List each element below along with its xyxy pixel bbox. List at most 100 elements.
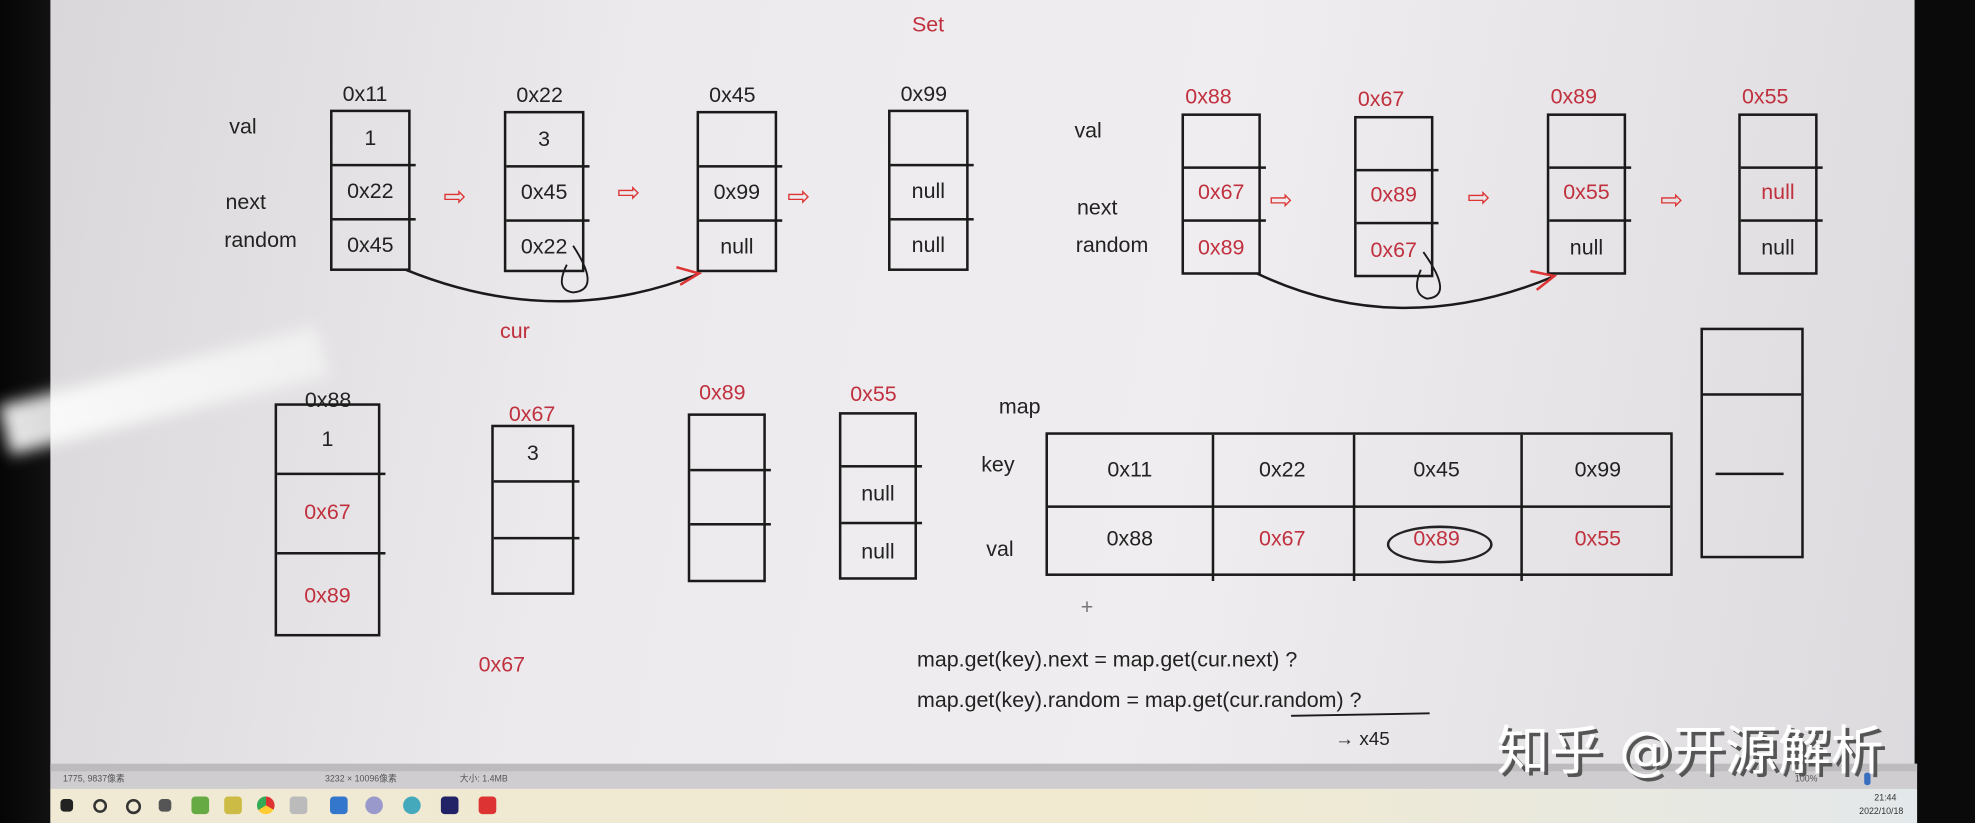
node-field: 0x89: [1197, 235, 1245, 260]
app-icon[interactable]: [289, 796, 308, 815]
node-field: 0x99: [713, 179, 761, 204]
node-divider: [1184, 166, 1266, 169]
node-field: 0x67: [1197, 180, 1245, 205]
node-field: null: [1761, 180, 1795, 205]
browser-icon[interactable]: [403, 796, 421, 815]
node-address: 0x22: [516, 83, 563, 108]
taskbar: 21:44 2022/10/18: [50, 788, 1918, 823]
presentation-icon[interactable]: [478, 796, 497, 815]
node-address: 0x88: [304, 388, 352, 413]
node-field: null: [911, 178, 945, 203]
image-dimensions: 3232 × 10096像素: [324, 775, 397, 784]
diagram-title: Set: [911, 12, 945, 37]
node-field: 3: [538, 126, 551, 151]
monitor-bezel-right: [1914, 0, 1975, 823]
clock-time[interactable]: 21:44: [1874, 793, 1897, 803]
chrome-icon[interactable]: [256, 796, 275, 815]
node-divider: [277, 472, 386, 476]
table-divider: [1047, 505, 1671, 508]
next-arrow-icon: ⇨: [1660, 184, 1684, 216]
map-label: map: [998, 394, 1041, 419]
zoom-level[interactable]: 100%: [1794, 775, 1818, 784]
new-node: 3: [491, 424, 580, 595]
node-field: 0x22: [520, 234, 568, 259]
node-field: null: [911, 233, 945, 258]
handwritten-note: → x45: [1335, 728, 1390, 750]
node-address: 0x67: [1357, 86, 1405, 111]
file-size: 大小: 1.4MB: [459, 775, 508, 784]
ide-icon[interactable]: [440, 796, 459, 815]
node-field: 0x67: [1370, 238, 1417, 263]
row-label-next: next: [225, 190, 266, 215]
node-divider: [1549, 166, 1632, 169]
zoom-slider-thumb[interactable]: [1864, 772, 1871, 786]
node-divider: [1184, 219, 1266, 222]
clock-date[interactable]: 2022/10/18: [1859, 807, 1904, 817]
random-pointer-arrowhead: [676, 265, 703, 286]
cur-label: cur: [500, 318, 530, 343]
task-view-icon[interactable]: [158, 799, 172, 812]
node-divider: [690, 523, 771, 526]
app-icon[interactable]: [191, 796, 210, 815]
random-pointer-arrowhead-right: [1530, 269, 1558, 291]
app-icon-active[interactable]: [330, 796, 348, 815]
node-divider: [1702, 393, 1802, 396]
table-divider: [1352, 434, 1356, 581]
node-divider: [699, 165, 783, 168]
table-divider: [1211, 434, 1215, 581]
map-key-cell: 0x22: [1259, 457, 1306, 482]
node-field: 0x45: [520, 179, 568, 204]
node-address: 0x89: [1550, 84, 1598, 109]
cortana-icon[interactable]: [125, 799, 142, 815]
map-key-cell: 0x11: [1107, 457, 1153, 482]
cursor-crosshair: +: [1080, 594, 1094, 619]
app-icon-active[interactable]: [365, 796, 383, 815]
node-address: 0x55: [850, 381, 897, 406]
node-divider: [690, 468, 771, 472]
node-field: 1: [321, 426, 334, 451]
node-field: null: [1569, 235, 1604, 260]
new-node: [687, 413, 771, 583]
node-divider: [1740, 219, 1823, 222]
node-divider: [1356, 221, 1439, 225]
node-address: 0x11: [342, 81, 388, 106]
node-field: 1: [364, 125, 377, 150]
node-divider: [841, 465, 923, 468]
node-address: 0x99: [900, 81, 948, 106]
file-explorer-icon[interactable]: [224, 796, 242, 815]
windows-start-icon[interactable]: [60, 799, 74, 812]
original-node: 3 0x45 0x22: [503, 110, 590, 273]
next-arrow-icon: ⇨: [1269, 184, 1293, 216]
node-divider: [1356, 168, 1439, 172]
table-divider: [1520, 434, 1523, 581]
node-field: 0x67: [304, 499, 351, 524]
node-divider: [332, 218, 416, 221]
cursor-position: 1775, 9837像素: [62, 775, 125, 784]
node-field: null: [720, 234, 754, 259]
map-key-label: key: [981, 452, 1015, 477]
node-divider: [493, 480, 580, 483]
next-arrow-icon: ⇨: [787, 180, 811, 212]
map-value-cell: 0x67: [1259, 526, 1306, 551]
self-loop-right: [1416, 251, 1442, 300]
node-address: 0x67: [508, 402, 556, 426]
row-label-random-right: random: [1075, 233, 1149, 258]
random-pointer-curve-right: [1256, 272, 1553, 310]
search-icon[interactable]: [93, 799, 108, 813]
formula-random: map.get(key).random = map.get(cur.random…: [916, 688, 1362, 713]
next-arrow-icon: ⇨: [617, 176, 641, 208]
map-value-cell: 0x55: [1574, 526, 1622, 551]
watermark: 知乎 @开源解析: [1496, 719, 1884, 782]
original-node: 0x99 null: [696, 110, 783, 273]
node-divider: [1549, 219, 1632, 222]
node-divider: [332, 163, 416, 167]
node-field: 0x45: [347, 233, 394, 258]
node-divider: [1740, 166, 1823, 169]
